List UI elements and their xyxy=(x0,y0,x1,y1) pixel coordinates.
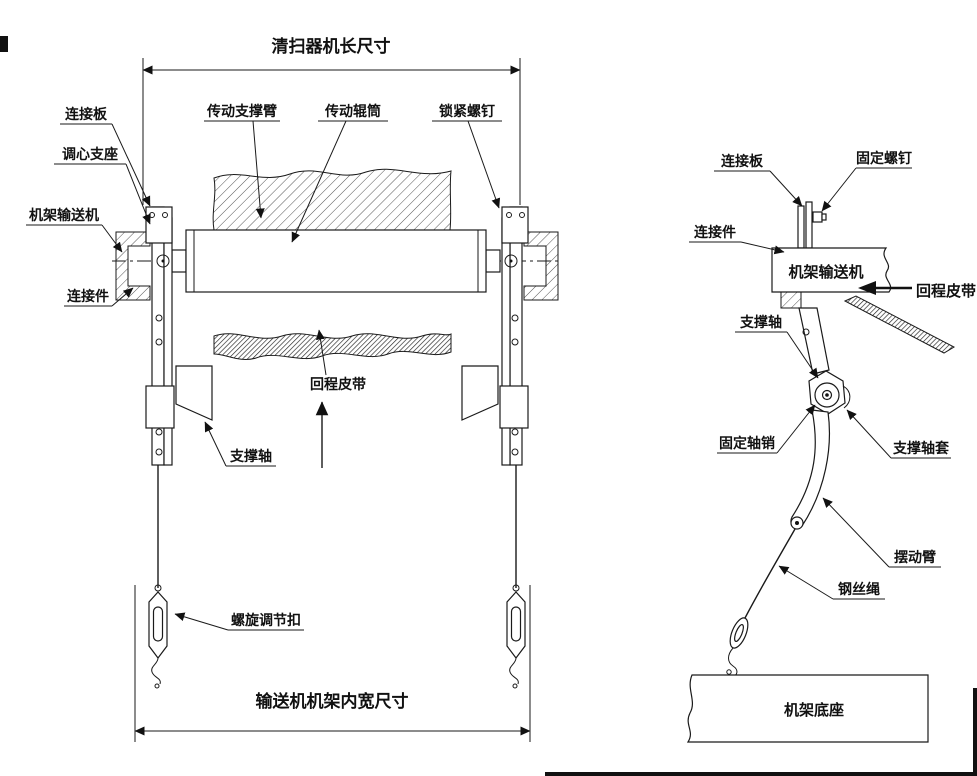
left-frame-bracket xyxy=(115,231,151,301)
side-labels: 连接板 固定螺钉 连接件 回程皮带 支撑轴 xyxy=(689,150,976,600)
label-support-shaft-side: 支撑轴 xyxy=(739,314,782,331)
frame-base: 机架底座 xyxy=(686,674,929,743)
right-turnbuckle xyxy=(506,584,526,689)
label-connector: 连接件 xyxy=(67,288,109,305)
label-frame-base: 机架底座 xyxy=(784,701,844,719)
callout-support-shaft-side: 支撑轴 xyxy=(735,314,819,379)
support-shaft-pivot xyxy=(808,370,851,415)
drive-roller xyxy=(171,229,501,293)
label-support-shaft: 支撑轴 xyxy=(229,448,272,465)
return-belt-band xyxy=(213,333,452,360)
callout-return-belt-side: 回程皮带 xyxy=(916,282,976,300)
swing-arm-hanger xyxy=(798,307,830,375)
right-clamp-block xyxy=(499,385,529,429)
right-support-shaft-flag xyxy=(461,365,499,421)
label-frame-conveyor: 机架输送机 xyxy=(29,207,99,224)
callout-connection-plate: 连接板 xyxy=(60,106,151,207)
callout-connection-plate-side: 连接板 xyxy=(714,153,803,207)
left-turnbuckle xyxy=(148,584,168,689)
callout-swing-arm: 摆动臂 xyxy=(822,497,941,568)
callout-aligning-support: 调心支座 xyxy=(54,146,151,225)
belt-section-hatched xyxy=(212,168,452,231)
callout-connector-side: 连接件 xyxy=(689,224,785,255)
callout-support-shaft: 支撑轴 xyxy=(204,421,276,467)
label-locking-screw: 锁紧螺钉 xyxy=(439,103,495,120)
side-connection-plate xyxy=(797,201,827,249)
swing-arm xyxy=(790,409,831,530)
callout-frame-conveyor: 机架输送机 xyxy=(26,207,123,253)
side-frame-box: 机架输送机 xyxy=(771,247,892,293)
fixing-screw-head xyxy=(812,211,823,223)
side-view: 机架输送机 xyxy=(686,150,976,743)
callout-locking-screw: 锁紧螺钉 xyxy=(432,103,502,209)
label-screw-adjuster: 螺旋调节扣 xyxy=(231,612,301,629)
label-wire-rope: 钢丝绳 xyxy=(838,581,880,598)
right-aligning-bearing xyxy=(501,206,529,244)
label-support-shaft-sleeve: 支撑轴套 xyxy=(892,440,949,457)
dimension-top: 清扫器机长尺寸 xyxy=(142,36,521,205)
label-connection-plate-side: 连接板 xyxy=(721,153,764,170)
left-support-shaft-flag xyxy=(175,365,213,421)
callout-drive-support-arm: 传动支撑臂 xyxy=(204,103,280,219)
callout-connector: 连接件 xyxy=(64,287,134,307)
callout-wire-rope: 钢丝绳 xyxy=(778,565,885,600)
callout-fixing-screw: 固定螺钉 xyxy=(821,150,912,212)
right-frame-bracket xyxy=(523,231,559,301)
left-mount-assembly xyxy=(115,206,213,689)
label-swing-arm: 摆动臂 xyxy=(894,549,936,566)
label-fixing-pin: 固定轴销 xyxy=(719,435,775,452)
callout-fixing-pin: 固定轴销 xyxy=(717,404,816,454)
label-frame-conveyor-side: 机架输送机 xyxy=(788,263,863,281)
belt-direction-arrow-side xyxy=(858,281,912,295)
left-aligning-bearing xyxy=(145,206,173,244)
front-labels: 连接板 调心支座 机架输送机 连接件 传动支撑臂 xyxy=(26,103,502,631)
right-mount-assembly xyxy=(461,206,559,689)
dimension-bottom: 输送机机架内宽尺寸 xyxy=(134,585,531,742)
label-drive-roller: 传动辊筒 xyxy=(324,103,381,120)
label-connection-plate: 连接板 xyxy=(65,106,108,123)
label-fixing-screw: 固定螺钉 xyxy=(856,150,912,167)
label-drive-support-arm: 传动支撑臂 xyxy=(206,103,277,120)
dimension-bottom-label: 输送机机架内宽尺寸 xyxy=(256,691,409,712)
callout-drive-roller: 传动辊筒 xyxy=(291,103,388,243)
callout-return-belt: 回程皮带 xyxy=(310,329,366,393)
front-view: 清扫器机长尺寸 xyxy=(26,36,559,742)
callout-support-shaft-sleeve: 支撑轴套 xyxy=(846,409,951,459)
label-aligning-support: 调心支座 xyxy=(62,146,118,163)
side-return-belt-strip xyxy=(843,295,956,354)
label-return-belt-side: 回程皮带 xyxy=(916,282,976,300)
dimension-top-label: 清扫器机长尺寸 xyxy=(272,36,391,57)
wire-rope xyxy=(726,528,796,678)
label-connector-side: 连接件 xyxy=(694,224,736,241)
left-clamp-block xyxy=(145,385,175,429)
label-return-belt: 回程皮带 xyxy=(310,376,366,393)
callout-screw-adjuster: 螺旋调节扣 xyxy=(174,612,304,631)
scan-artifacts xyxy=(0,36,977,776)
side-connector-clamp xyxy=(780,291,802,309)
